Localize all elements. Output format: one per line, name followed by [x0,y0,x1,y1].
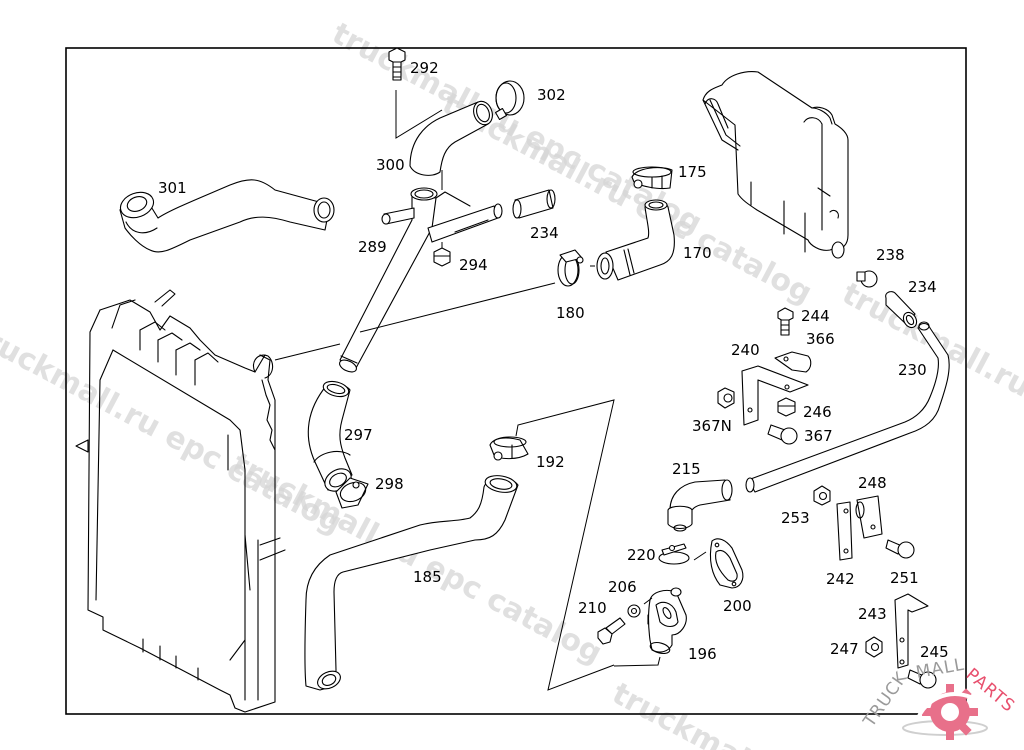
part-251-bolt[interactable] [885,539,915,559]
callout-234-b[interactable]: 234 [908,278,937,296]
part-234-sleeve[interactable] [512,189,556,219]
part-238-clamp[interactable] [856,270,878,288]
part-300-hose[interactable] [409,99,496,176]
callout-248[interactable]: 248 [858,474,887,492]
callout-367N[interactable]: 367N [692,417,732,435]
callout-242[interactable]: 242 [826,570,855,588]
part-242-strap[interactable] [836,501,853,561]
callout-210[interactable]: 210 [578,599,607,617]
leader-line [643,597,653,605]
leader-line [395,90,443,139]
part-185-hose[interactable] [304,473,519,692]
part-175-clamp[interactable] [631,166,673,190]
callout-300[interactable]: 300 [376,156,405,174]
callout-366[interactable]: 366 [806,330,835,348]
callout-253[interactable]: 253 [781,509,810,527]
callout-185[interactable]: 185 [413,568,442,586]
callout-245[interactable]: 245 [920,643,949,661]
expansion-tank[interactable] [702,71,849,259]
part-245-bolt[interactable] [907,669,937,689]
part-301-hose[interactable] [117,179,335,253]
callout-367[interactable]: 367 [804,427,833,445]
part-298-clamp[interactable] [335,477,369,509]
callout-200[interactable]: 200 [723,597,752,615]
leader-line [274,343,341,361]
callout-247[interactable]: 247 [830,640,859,658]
part-210-bolt[interactable] [597,617,626,645]
watermark: truckmall [606,676,764,750]
part-366-clip[interactable] [774,351,812,373]
part-246-nut[interactable] [777,397,796,417]
truckmall-parts-logo: TRUCK MALL PARTS [859,655,1019,740]
part-294-nut[interactable] [433,247,451,267]
callout-180[interactable]: 180 [556,304,585,322]
callout-297[interactable]: 297 [344,426,373,444]
part-206-washer[interactable] [627,604,641,618]
part-220-thermostat[interactable] [658,543,690,565]
diagram-frame [65,47,967,715]
part-247-nut[interactable] [865,636,883,658]
callout-244[interactable]: 244 [801,307,830,325]
callout-302[interactable]: 302 [537,86,566,104]
callout-234[interactable]: 234 [530,224,559,242]
leader-line [359,282,556,333]
part-248-clip[interactable] [855,495,883,539]
callout-298[interactable]: 298 [375,475,404,493]
callout-175[interactable]: 175 [678,163,707,181]
callout-215[interactable]: 215 [672,460,701,478]
callout-240[interactable]: 240 [731,341,760,359]
part-230-pipe[interactable] [745,321,950,493]
callout-289[interactable]: 289 [358,238,387,256]
part-289-pipe[interactable] [338,187,503,374]
part-244-bolt[interactable] [777,307,794,336]
part-196-thermostat-housing[interactable] [647,587,687,655]
gear-icon [916,684,982,740]
callout-238[interactable]: 238 [876,246,905,264]
part-297-hose[interactable] [307,379,355,496]
watermark: truckmall.ru epc catalog [226,446,607,671]
part-302-clamp[interactable] [494,80,525,121]
callout-220[interactable]: 220 [627,546,656,564]
leader-line [693,551,707,561]
part-234-sleeve-2[interactable] [885,291,920,330]
callout-251[interactable]: 251 [890,569,919,587]
part-253-nut[interactable] [813,485,831,506]
callout-294[interactable]: 294 [459,256,488,274]
part-367N-nut[interactable] [717,387,735,409]
part-292-bolt[interactable] [388,47,406,81]
callout-192[interactable]: 192 [536,453,565,471]
part-192-clamp[interactable] [489,436,529,461]
part-215-elbow-hose[interactable] [667,479,733,532]
callout-labels: 292 302 300 301 175 289 294 234 170 180 … [158,59,949,663]
callout-170[interactable]: 170 [683,244,712,262]
callout-206[interactable]: 206 [608,578,637,596]
watermark: truckmall.ru epc catalog [836,276,1024,501]
callout-196[interactable]: 196 [688,645,717,663]
logo-text-truck: TRUCK [859,668,912,732]
callout-243[interactable]: 243 [858,605,887,623]
part-240-bracket[interactable] [741,365,809,426]
part-200-gasket[interactable] [709,538,744,589]
radiator[interactable] [75,289,286,713]
callout-301[interactable]: 301 [158,179,187,197]
callout-292[interactable]: 292 [410,59,439,77]
part-170-elbow-hose[interactable] [596,199,675,281]
part-243-bracket[interactable] [894,593,929,669]
leader-line [515,399,615,691]
callout-246[interactable]: 246 [803,403,832,421]
leader-line [613,656,661,667]
callout-230[interactable]: 230 [898,361,927,379]
part-180-clamp[interactable] [557,249,584,287]
part-367-bolt[interactable] [767,424,798,445]
